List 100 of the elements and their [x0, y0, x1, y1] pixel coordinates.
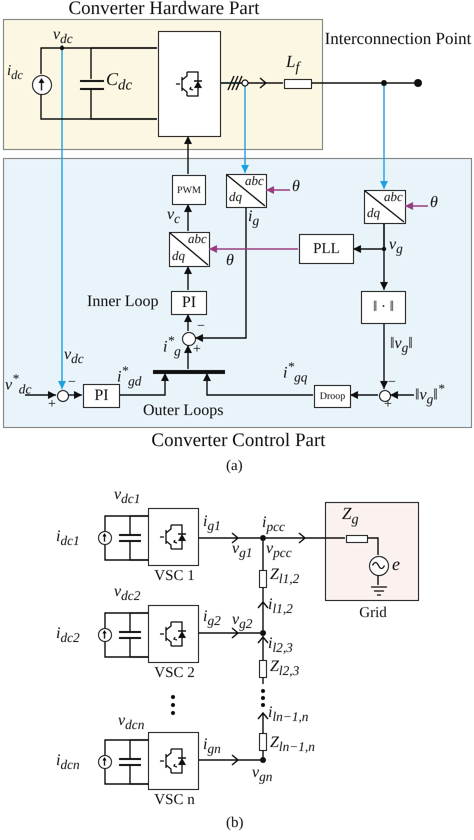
component-label: L$_{f}$	[286, 53, 300, 76]
arrow	[380, 223, 388, 290]
converter-label: VSC 2	[153, 665, 196, 682]
current-source-symbol	[98, 755, 112, 769]
signal-label: v$_{dc2}$	[114, 583, 140, 604]
wire	[129, 612, 148, 631]
edge-label: v$_{c}$	[167, 206, 180, 227]
droop-block: Droop	[314, 385, 351, 408]
junction-dot	[260, 535, 266, 541]
wire	[129, 639, 148, 658]
junction-dot	[260, 630, 266, 636]
wire	[262, 751, 264, 757]
arrow	[265, 532, 346, 544]
summing-junction	[182, 332, 196, 346]
wire	[90, 47, 157, 79]
edge-label: v$_{dc}$	[64, 346, 84, 367]
arrow	[119, 373, 169, 396]
pwm-block: PWM	[172, 175, 206, 205]
summing-junction	[379, 390, 391, 402]
arrow	[195, 207, 247, 342]
arrow	[380, 323, 388, 389]
subfigure-label: (b)	[226, 815, 244, 832]
edge-label: i$_{l1,2}$	[268, 596, 293, 617]
capacitor-symbol	[119, 758, 141, 766]
component-label: C$_{dc}$	[106, 70, 132, 94]
current-source-symbol	[32, 75, 52, 95]
resistor-symbol	[259, 570, 267, 588]
arrow	[266, 186, 290, 194]
sign-mark: +	[384, 397, 392, 412]
arrow	[203, 373, 313, 396]
resistor-symbol	[259, 733, 267, 751]
arrow	[184, 136, 192, 174]
transform-label: dq	[229, 190, 242, 204]
signal-label: v$_{dc1}$	[114, 486, 140, 507]
wire	[367, 537, 379, 555]
pll-block: PLL	[299, 234, 354, 264]
transform-label: abc	[188, 232, 207, 246]
component-label: Z$_{g}$	[342, 505, 359, 528]
arrow	[257, 712, 269, 734]
signal-label: i$_{dcn}$	[56, 752, 80, 773]
point-label: Interconnection Point	[324, 30, 472, 49]
converter-label: VSC n	[153, 792, 196, 808]
panel-title: Converter Hardware Part	[68, 0, 260, 20]
signal-bar	[153, 370, 225, 374]
arrow	[184, 204, 192, 231]
arrow	[198, 627, 261, 639]
arrow	[257, 587, 269, 631]
subfigure-label: (a)	[226, 458, 243, 474]
wire	[262, 541, 264, 570]
wire	[311, 82, 381, 84]
panel-title: Converter Control Part	[150, 431, 327, 452]
edge-label: i$_{g1}$	[203, 513, 221, 534]
signal-label: e	[392, 555, 400, 575]
sign-mark: −	[68, 375, 76, 390]
junction-dot	[260, 757, 266, 763]
signal-label: v$_{g1}$	[232, 540, 252, 561]
edge-label: ‖v$_{g}$‖	[390, 335, 413, 356]
terminal-dot	[414, 79, 422, 87]
edge-label: θ	[292, 178, 300, 196]
capacitor-symbol	[80, 80, 104, 90]
wire	[377, 575, 379, 585]
wire	[90, 89, 157, 120]
edge-label: i$_{g}$	[248, 208, 260, 229]
signal-label: v$_{pcc}$	[266, 540, 292, 561]
wire	[129, 515, 148, 534]
voltage-label: v$_{dc}$	[53, 26, 75, 46]
sign-mark: +	[193, 342, 201, 358]
ground-symbol	[370, 586, 388, 596]
arrow	[25, 391, 56, 399]
edge-label: i$_{ln−1,n}$	[268, 704, 308, 725]
signal-label: v$_{gn}$	[252, 764, 272, 785]
transform-label: abc	[245, 174, 264, 188]
arrow	[257, 635, 269, 661]
edge-label: ‖v$_{g}$‖$^{*}$	[415, 382, 444, 408]
arrow	[198, 532, 261, 544]
capacitor-symbol	[119, 534, 141, 542]
converter-box	[158, 31, 221, 137]
sign-mark: −	[388, 375, 396, 390]
arrow	[184, 314, 192, 331]
arrow	[390, 391, 414, 399]
arrow	[380, 86, 388, 189]
arrow	[184, 345, 192, 369]
edge-label: i$_{gn}$	[203, 736, 221, 757]
signal-label: i$_{dc1}$	[56, 528, 80, 549]
arrow	[184, 266, 192, 290]
edge-label: i$_{pcc}$	[262, 514, 285, 535]
voltage-source-symbol	[369, 556, 389, 576]
signal-label: i$_{dc2}$	[56, 625, 80, 646]
component-label: Z$_{ln−1,n}$	[270, 734, 315, 755]
current-source-symbol	[98, 531, 112, 545]
wire	[129, 542, 148, 561]
sign-mark: −	[197, 319, 205, 334]
block-caption: Inner Loop	[87, 293, 159, 311]
pi-block: PI	[171, 291, 207, 315]
summing-junction	[57, 390, 69, 402]
arrow	[350, 391, 378, 399]
arrow	[68, 391, 82, 399]
transform-label: abc	[384, 190, 403, 204]
grid-label: Grid	[358, 605, 388, 622]
component-label: Z$_{l2,3}$	[270, 658, 300, 679]
